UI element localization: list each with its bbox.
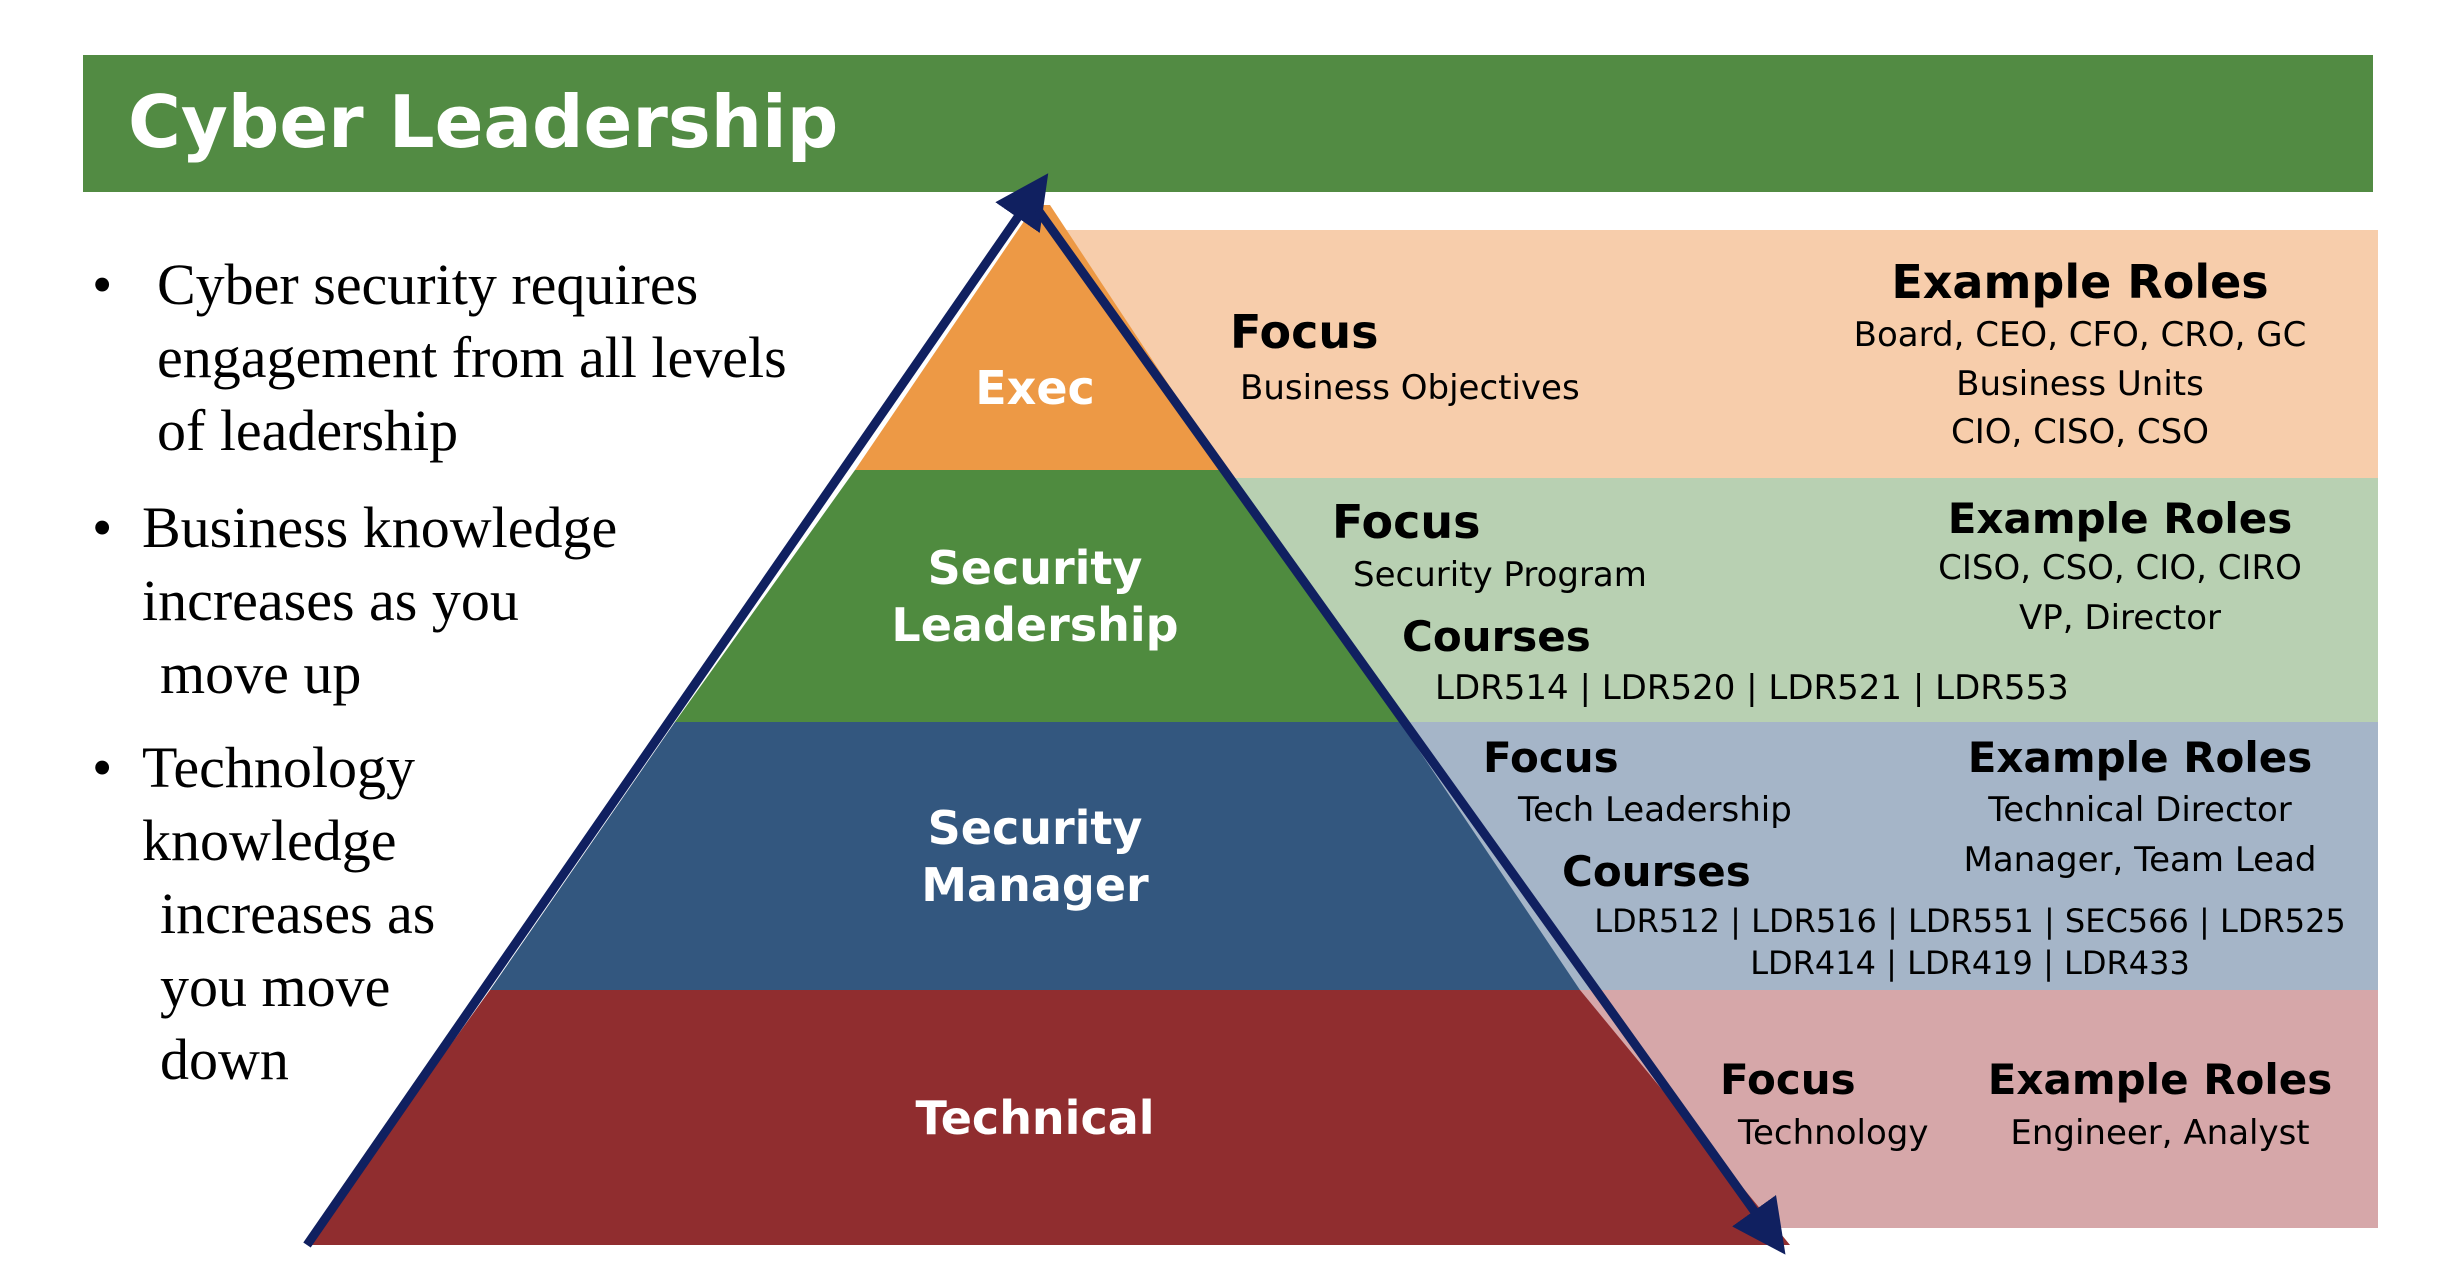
- exec-focus-heading: Focus: [1230, 305, 1379, 359]
- bullet-line: knowledge: [142, 808, 397, 873]
- tier-label-leadership: Security Leadership: [825, 540, 1245, 654]
- tier-label-manager: Security Manager: [825, 800, 1245, 914]
- tier-technical-shape: [307, 990, 1790, 1245]
- bullet-dot: •: [92, 735, 113, 800]
- tier-label-manager-line1: Security: [927, 801, 1143, 855]
- exec-roles-heading: Example Roles: [1891, 255, 2269, 309]
- up-arrow: [303, 173, 1049, 1248]
- bullet-line: move up: [160, 641, 362, 706]
- leadership-focus-heading: Focus: [1332, 495, 1481, 549]
- bullet-line: increases as: [160, 881, 436, 946]
- manager-roles-heading: Example Roles: [1967, 733, 2313, 782]
- exec-role: Business Units: [1956, 364, 2204, 404]
- manager-role: Manager, Team Lead: [1963, 840, 2317, 880]
- leadership-focus: Security Program: [1353, 555, 1647, 595]
- leadership-roles-heading: Example Roles: [1947, 494, 2293, 543]
- technical-focus: Technology: [1738, 1113, 1929, 1153]
- technical-role: Engineer, Analyst: [2010, 1113, 2310, 1153]
- band-exec: [1050, 230, 2378, 478]
- technical-focus-heading: Focus: [1720, 1055, 1856, 1104]
- leadership-courses: LDR514 | LDR520 | LDR521 | LDR553: [1435, 668, 2069, 708]
- bullet-line: increases as you: [142, 568, 519, 633]
- tier-exec-shape: [855, 205, 1225, 470]
- bullet-dot: •: [92, 495, 113, 560]
- tier-label-leadership-line2: Leadership: [891, 598, 1179, 652]
- tier-label-leadership-line1: Security: [927, 541, 1143, 595]
- exec-role: Board, CEO, CFO, CRO, GC: [1853, 315, 2307, 355]
- bullet-line: Business knowledge: [142, 495, 618, 560]
- bullet-line: you move: [160, 954, 391, 1019]
- manager-focus: Tech Leadership: [1518, 790, 1792, 830]
- bullet-line: of leadership: [157, 398, 459, 463]
- bullet-line: engagement from all levels: [157, 325, 787, 390]
- tier-manager-shape: [490, 722, 1580, 990]
- exec-focus: Business Objectives: [1240, 368, 1580, 408]
- slide-title: Cyber Leadership: [128, 80, 839, 164]
- manager-courses-heading: Courses: [1562, 847, 1751, 896]
- manager-courses-line: LDR414 | LDR419 | LDR433: [1750, 944, 2190, 982]
- exec-role: CIO, CISO, CSO: [1951, 412, 2209, 452]
- technical-roles-heading: Example Roles: [1987, 1055, 2333, 1104]
- manager-role: Technical Director: [1988, 790, 2292, 830]
- bullet-dot: •: [92, 252, 113, 317]
- bullet-line: Cyber security requires: [157, 252, 699, 317]
- leadership-courses-heading: Courses: [1402, 612, 1591, 661]
- bullet-line: down: [160, 1027, 289, 1092]
- tier-leadership-shape: [675, 470, 1400, 722]
- bullet-line: Technology: [142, 735, 415, 800]
- tier-label-exec: Exec: [975, 361, 1095, 415]
- tier-label-manager-line2: Manager: [921, 858, 1149, 912]
- manager-focus-heading: Focus: [1483, 733, 1619, 782]
- down-arrow: [1034, 207, 1786, 1255]
- leadership-role: CISO, CSO, CIO, CIRO: [1938, 548, 2302, 588]
- title-bar: Cyber Leadership: [83, 55, 2373, 192]
- tier-label-technical: Technical: [915, 1091, 1155, 1145]
- manager-courses-line: LDR512 | LDR516 | LDR551 | SEC566 | LDR5…: [1594, 902, 2346, 940]
- leadership-role: VP, Director: [2019, 598, 2221, 638]
